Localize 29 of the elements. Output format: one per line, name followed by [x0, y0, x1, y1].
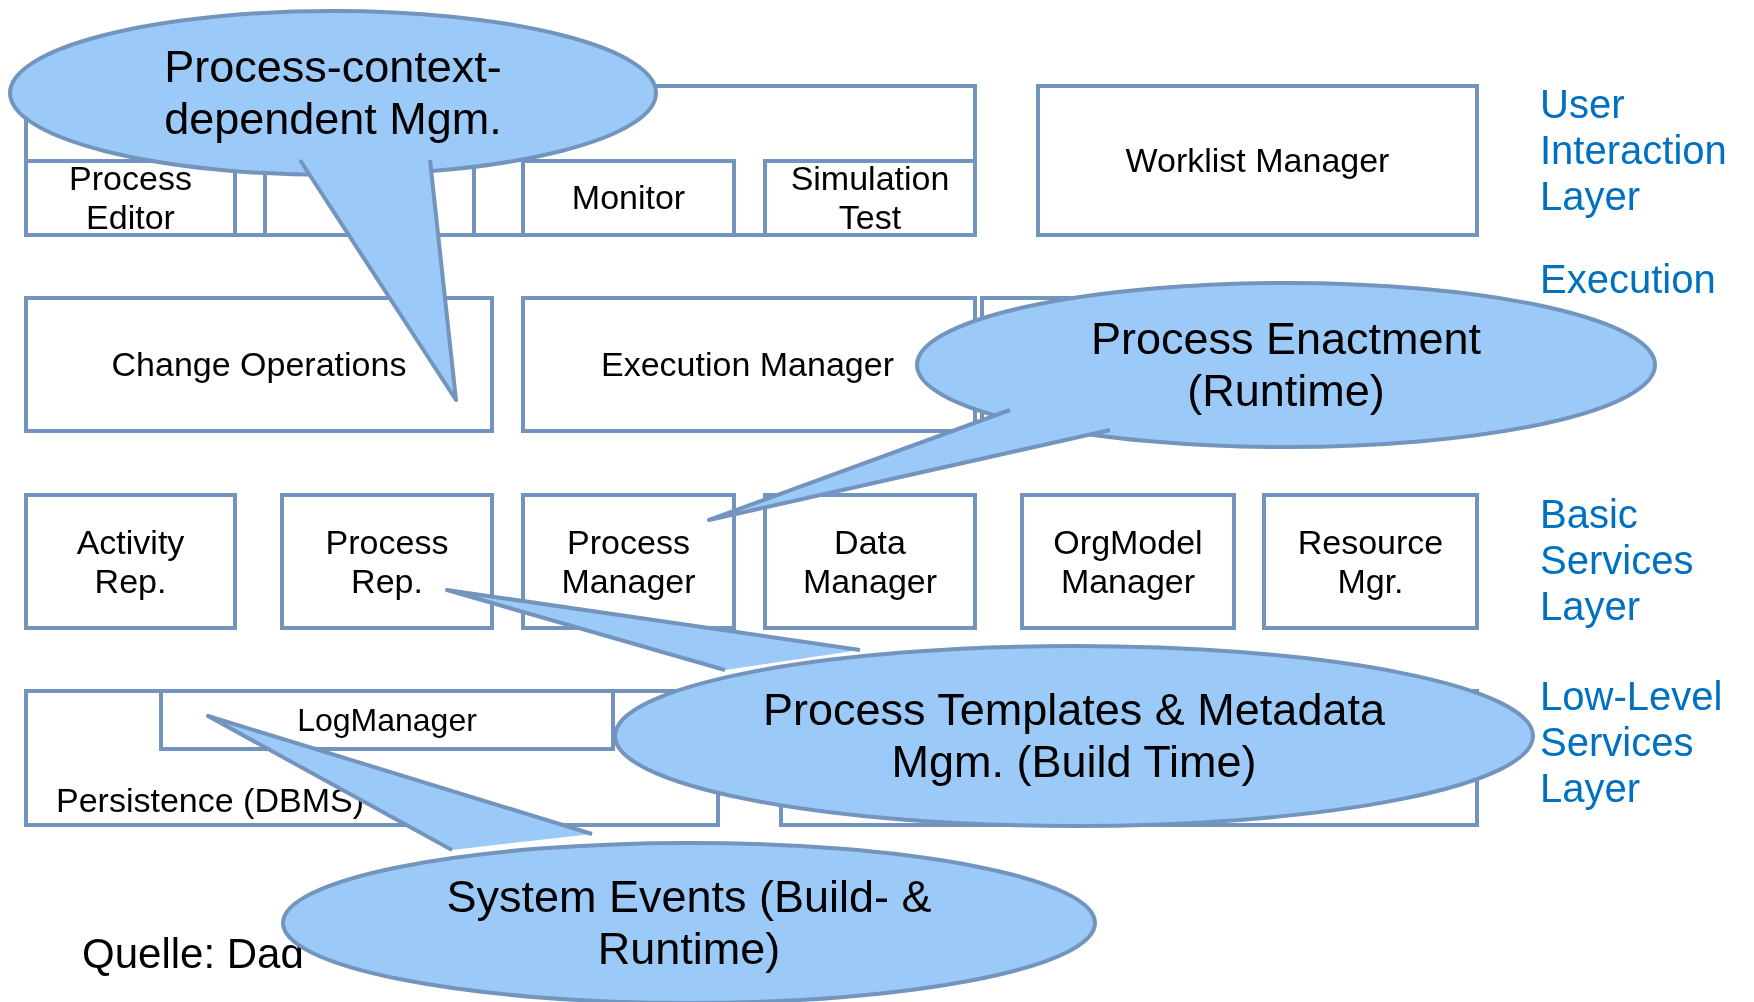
callout-text: Process-context-dependent Mgm. [163, 41, 503, 145]
component-label: Worklist Manager [1125, 140, 1390, 181]
layer-label: Execution [1540, 256, 1717, 302]
component-label: Data Manager [801, 522, 939, 601]
component-label: LogManager [297, 701, 477, 739]
component-box [1262, 493, 1479, 630]
callout-text: Process Enactment (Runtime) [1089, 313, 1483, 417]
layer-label: Basic Services Layer [1540, 491, 1695, 629]
callout-text: System Events (Build- & Runtime) [445, 871, 933, 975]
component-label: Execution Manager [601, 344, 894, 385]
component-box [1020, 493, 1236, 630]
component-label: Monitor [571, 178, 686, 218]
layer-label: Low-Level Services Layer [1540, 673, 1724, 811]
component-label: Simulation Test [789, 158, 951, 238]
component-label: Change Operations [111, 344, 407, 385]
component-label: Activity Rep. [75, 522, 186, 601]
component-label: Process Editor [68, 158, 193, 238]
component-label: Resource Mgr. [1296, 522, 1445, 601]
layer-label: User Interaction Layer [1540, 81, 1728, 219]
component-box [763, 493, 977, 630]
component-box [280, 493, 494, 630]
component-label: OrgModel Manager [1052, 522, 1204, 601]
component-box [1036, 84, 1479, 237]
component-box [24, 296, 494, 433]
component-box [521, 296, 977, 433]
component-label: Process Rep. [324, 522, 450, 601]
callout-text: Process Templates & Metadata Mgm. (Build Time) [762, 684, 1386, 788]
component-box [24, 493, 237, 630]
component-label: Process Manager [560, 522, 697, 601]
